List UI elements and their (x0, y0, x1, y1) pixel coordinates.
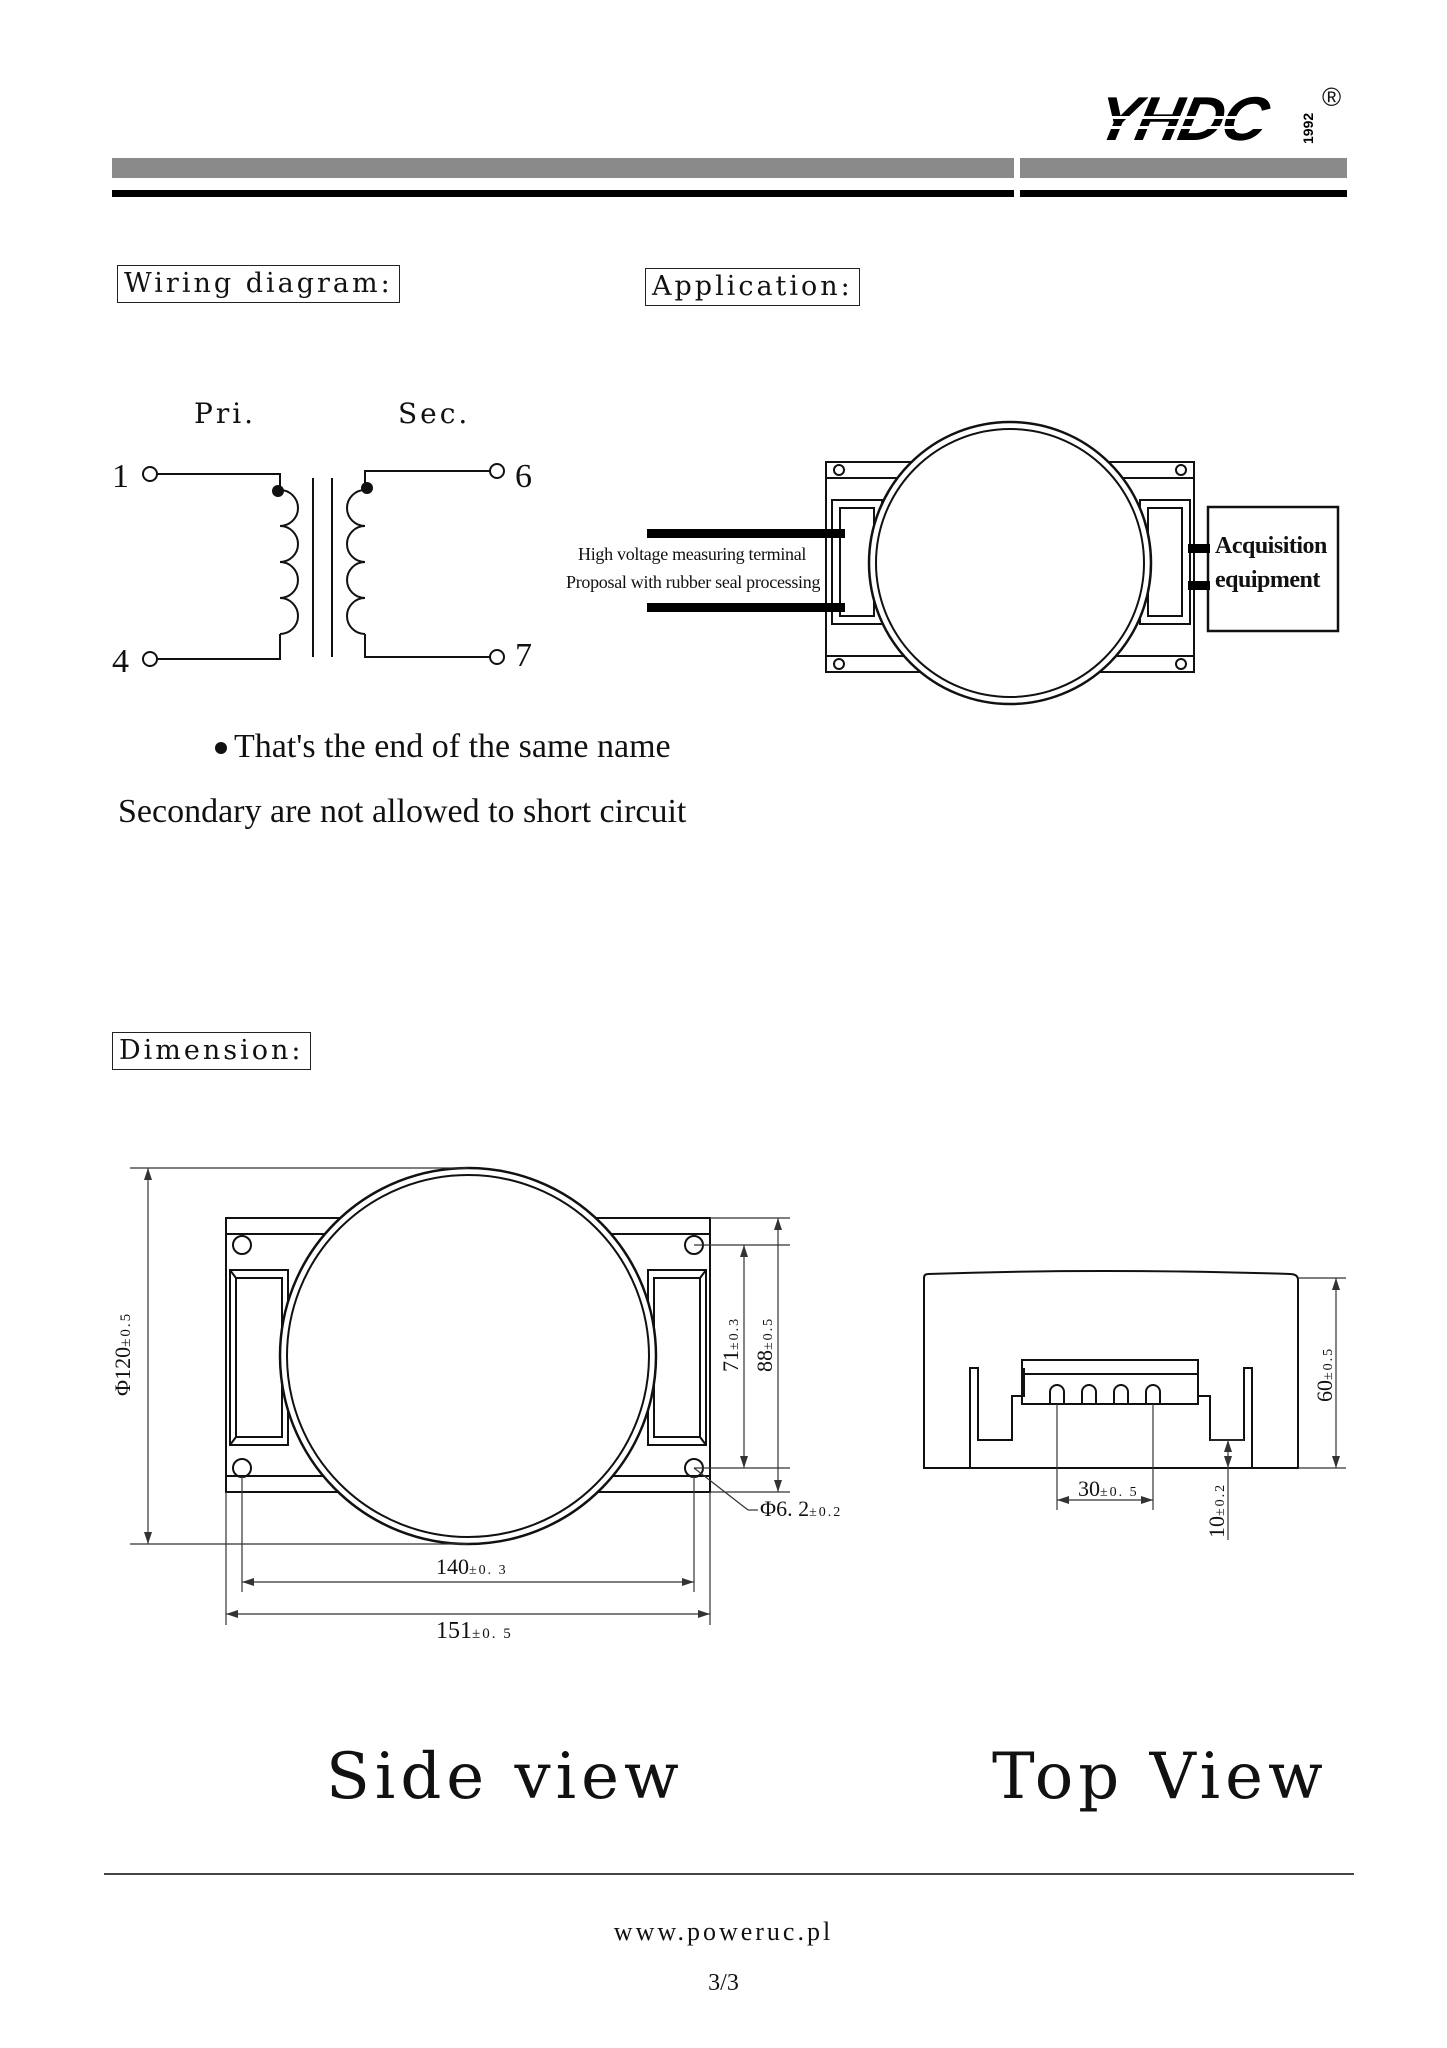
dim-151-tolerance: ±0. 5 (472, 1626, 513, 1642)
terminal-block (1021, 1359, 1199, 1405)
dim-151-label: 151±0. 5 (436, 1618, 513, 1645)
dim-140-label: 140±0. 3 (436, 1554, 508, 1580)
app-ring-inner (875, 428, 1145, 698)
secondary-coil (346, 489, 366, 635)
top-view-caption: Top View (992, 1740, 1328, 1814)
wiring-section-label: Wiring diagram: (117, 265, 400, 303)
primary-label: Pri. (194, 397, 257, 430)
side-view-caption: Side view (326, 1740, 684, 1814)
same-name-note: That's the end of the same name (234, 728, 671, 765)
terminal-3 (1113, 1384, 1129, 1404)
header-grey-bar-right (1020, 158, 1347, 178)
dim-151-value: 151 (436, 1618, 472, 1644)
dimension-section-label: Dimension: (112, 1032, 311, 1070)
app-ring-outer (867, 420, 1153, 706)
logo-year: 1992 (1300, 113, 1316, 144)
brand-logo-graphic: YHDC 1992 (1091, 85, 1316, 154)
app-hole-bl (833, 658, 845, 670)
hv-terminal-text-1: High voltage measuring terminal (578, 544, 807, 564)
header-black-bar-right (1020, 190, 1347, 197)
hole-tolerance: ±0.2 (809, 1505, 843, 1520)
terminal-2 (1081, 1384, 1097, 1404)
primary-top-lead (157, 473, 281, 490)
primary-coil (279, 489, 299, 635)
note-polarity-dot (215, 742, 227, 754)
application-section-label: Application: (645, 268, 860, 306)
side-ring-inner (286, 1174, 650, 1538)
terminal-4 (1145, 1384, 1161, 1404)
header-black-bar-left (112, 190, 1014, 197)
secondary-polarity-dot (361, 482, 373, 494)
dim-10-value: 10 (1204, 1516, 1229, 1538)
hv-wire-bottom (647, 603, 845, 612)
pin-6-label: 6 (515, 458, 532, 495)
page-number: 3/3 (708, 1970, 739, 1996)
dim-60-value: 60 (1312, 1380, 1337, 1402)
brand-logo: YHDC 1992 (1085, 85, 1335, 154)
secondary-label: Sec. (398, 397, 471, 430)
registered-mark: ® (1322, 82, 1342, 112)
hole-value: Φ6. 2 (760, 1496, 810, 1521)
dim-10-tolerance: ±0.2 (1213, 1482, 1228, 1516)
hole-dimension-label: Φ6. 2±0.2 (760, 1496, 842, 1522)
secondary-bottom-lead (364, 634, 490, 658)
dim-30-tolerance: ±0. 5 (1100, 1485, 1139, 1500)
app-hole-tl (833, 464, 845, 476)
hole-leader (693, 1467, 749, 1511)
acquisition-equipment-box (1206, 505, 1340, 633)
dim-140-tolerance: ±0. 3 (469, 1563, 508, 1578)
header-grey-bar-left (112, 158, 1014, 178)
primary-polarity-dot (272, 485, 284, 497)
pin-1-label: 1 (112, 458, 129, 495)
footer-website[interactable]: www.poweruc.pl (613, 1917, 834, 1946)
terminal-1 (1049, 1384, 1065, 1404)
pin-7-label: 7 (515, 637, 532, 674)
dim-30-value: 30 (1078, 1476, 1100, 1501)
acquisition-text-1: Acquisition (1215, 533, 1327, 559)
acquisition-text-2: equipment (1215, 567, 1320, 593)
dim-140-value: 140 (436, 1554, 469, 1579)
hv-wire-top (647, 529, 845, 538)
top-right-bracket (1197, 1367, 1253, 1468)
footer-divider (104, 1873, 1354, 1875)
hv-terminal-text-2: Proposal with rubber seal processing (566, 572, 821, 592)
app-hole-br (1175, 658, 1187, 670)
output-pin-bottom (1188, 581, 1210, 590)
dim-30-label: 30±0. 5 (1078, 1476, 1139, 1502)
short-circuit-note: Secondary are not allowed to short circu… (118, 793, 687, 830)
dim-60-tolerance: ±0.5 (1321, 1346, 1336, 1380)
primary-bottom-lead (157, 634, 281, 660)
dim-10-label: 10±0.2 (1204, 1483, 1230, 1538)
side-hole-tl (232, 1235, 252, 1255)
app-hole-tr (1175, 464, 1187, 476)
dim-60-label: 60±0.5 (1312, 1347, 1338, 1402)
pin-4-label: 4 (112, 643, 129, 680)
top-left-bracket (969, 1367, 1025, 1468)
output-pin-top (1188, 544, 1210, 553)
logo-text: YHDC (1091, 85, 1276, 154)
top-view-body (923, 1270, 1299, 1469)
